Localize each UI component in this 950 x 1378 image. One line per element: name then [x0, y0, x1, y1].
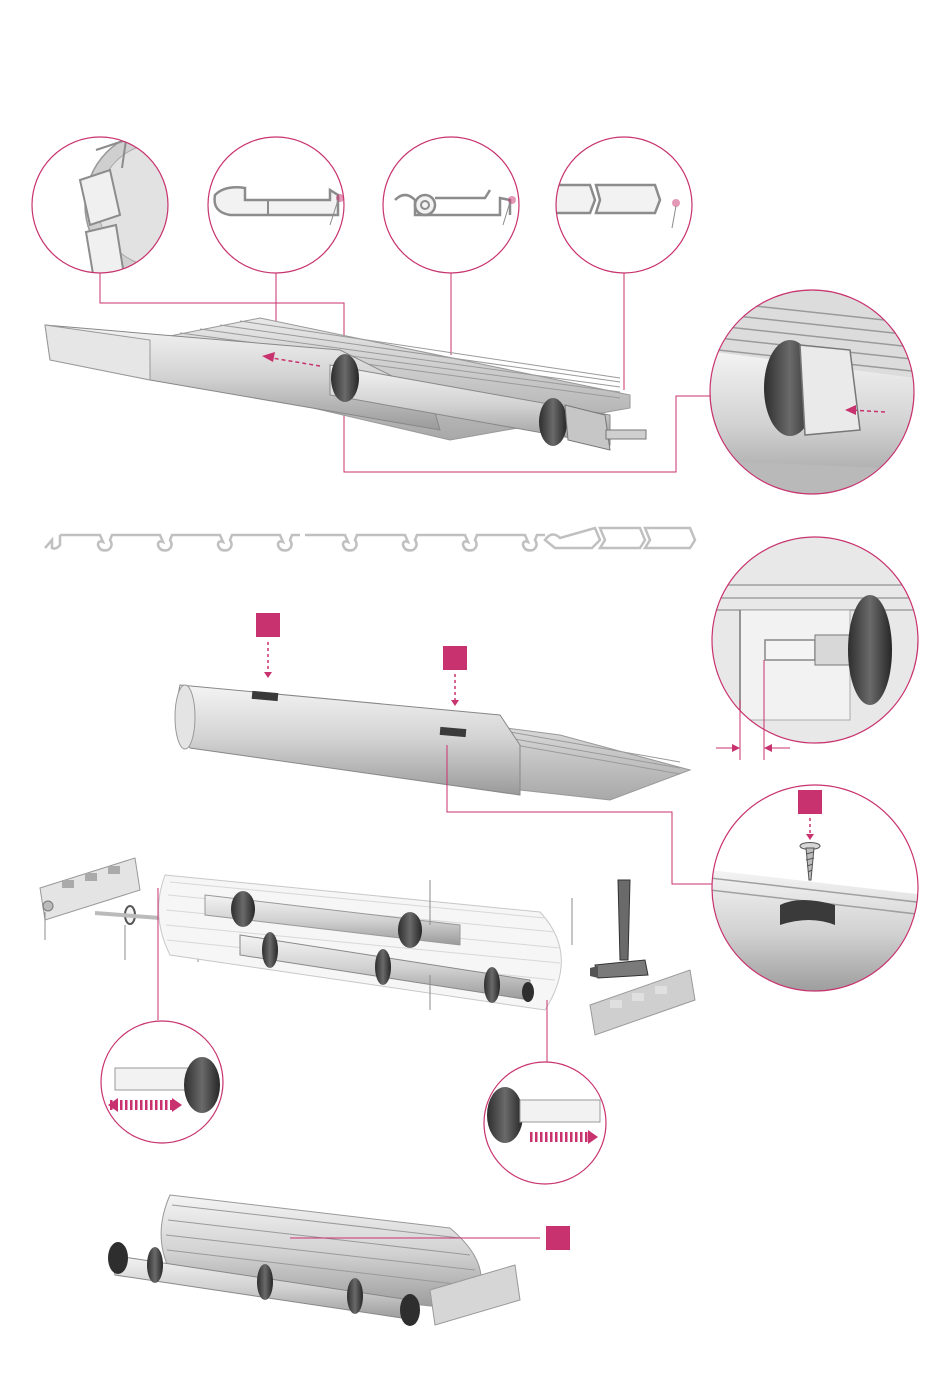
- step-5-final-assembly: [108, 1195, 570, 1326]
- detail-circle-3: [383, 137, 519, 273]
- step-1-assembly: [32, 130, 930, 505]
- detail-circle-6: [710, 535, 925, 760]
- detail-circle-2: [208, 137, 344, 273]
- detail-circle-7: [710, 785, 925, 995]
- tube-with-slats: [45, 318, 646, 450]
- step-marker: [798, 790, 822, 814]
- step-marker: [256, 613, 280, 637]
- step-marker: [546, 1226, 570, 1250]
- hammer-icon: [590, 880, 648, 978]
- detail-circle-4: [555, 137, 692, 273]
- step-marker: [443, 646, 467, 670]
- step-3-fix-slats: [175, 613, 712, 884]
- detail-circle-1: [32, 130, 235, 280]
- detail-circle-9: [484, 1062, 609, 1187]
- detail-circle-8: [100, 1020, 225, 1145]
- detail-circle-5: [700, 285, 930, 505]
- step-2-slat-profile-sequence: [45, 528, 695, 550]
